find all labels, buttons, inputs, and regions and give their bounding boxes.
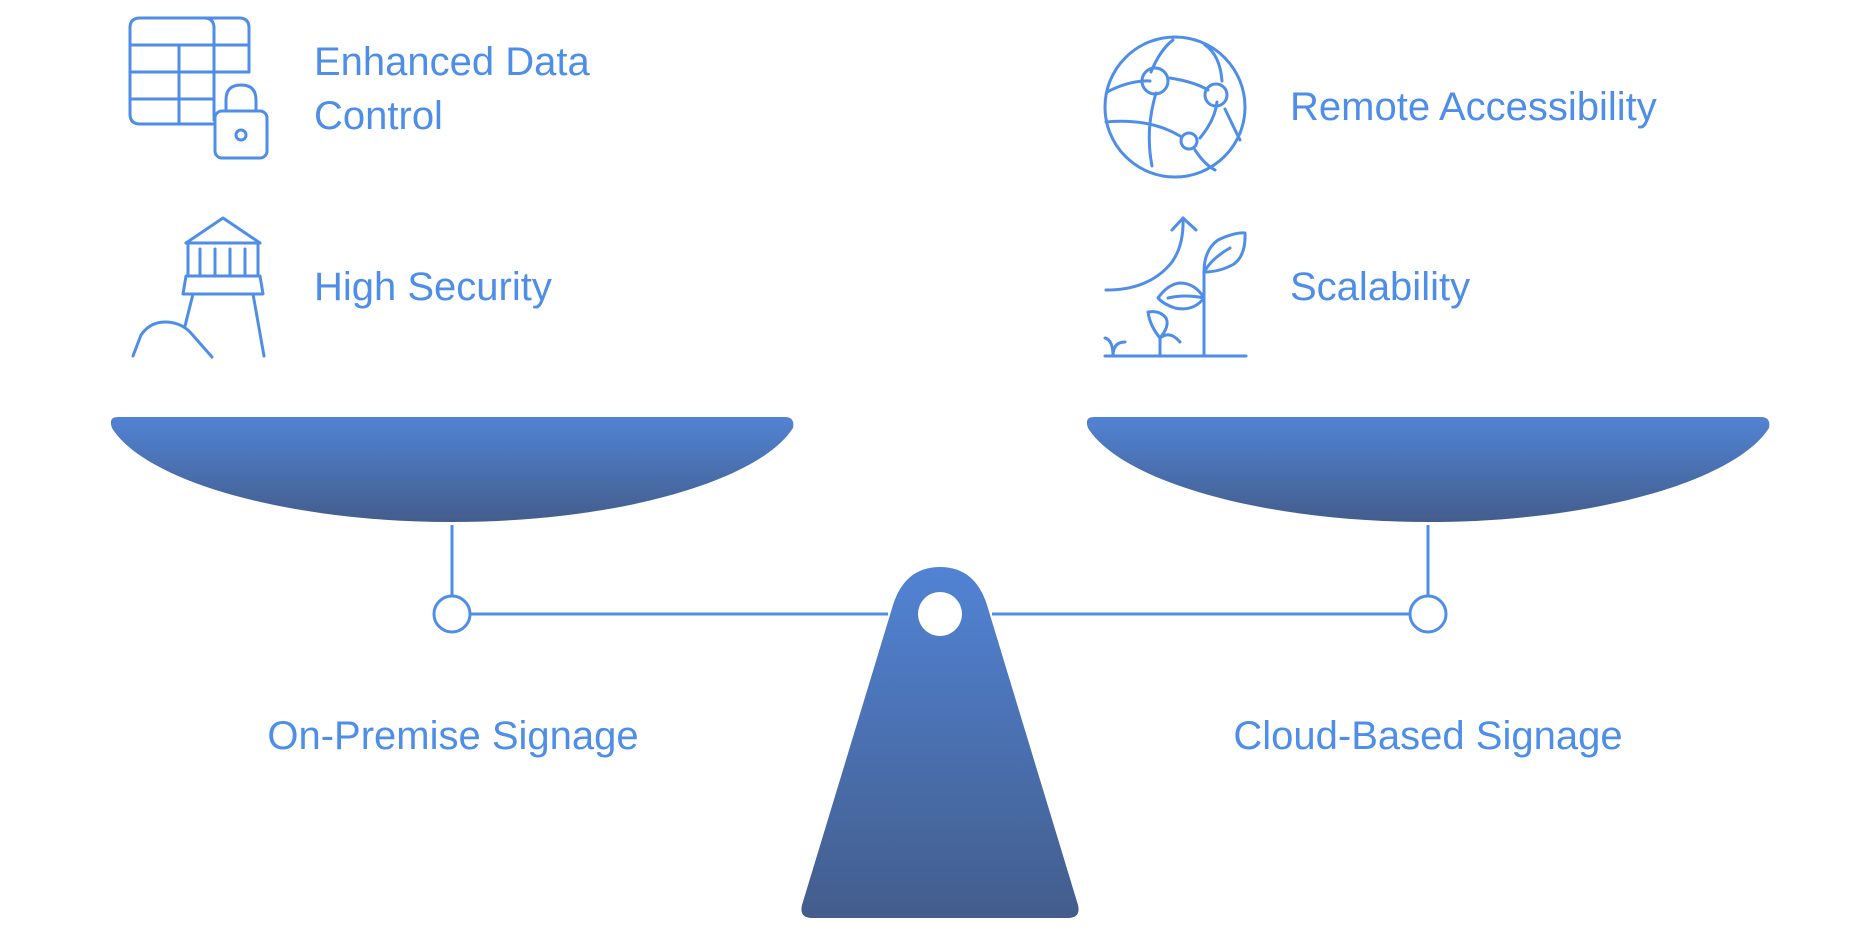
table-lock-icon bbox=[128, 16, 269, 160]
growth-plant-icon bbox=[1103, 216, 1248, 358]
on-premise-signage-label: On-Premise Signage bbox=[267, 714, 639, 758]
right-beam-joint bbox=[1408, 594, 1448, 634]
feature-scalability: Scalability bbox=[1290, 265, 1471, 309]
bank-building-icon bbox=[131, 216, 266, 359]
fulcrum-pivot bbox=[918, 592, 962, 636]
left-scale-pan bbox=[110, 417, 794, 522]
globe-network-icon bbox=[1103, 35, 1247, 179]
feature-high-security: High Security bbox=[314, 265, 552, 309]
left-beam-joint bbox=[432, 594, 472, 634]
right-scale-pan bbox=[1086, 417, 1770, 522]
scale-fulcrum-base bbox=[801, 567, 1079, 918]
feature-enhanced-data-control: Enhanced Data Control bbox=[314, 40, 590, 138]
feature-remote-accessibility: Remote Accessibility bbox=[1290, 85, 1657, 129]
cloud-based-signage-label: Cloud-Based Signage bbox=[1233, 714, 1623, 758]
